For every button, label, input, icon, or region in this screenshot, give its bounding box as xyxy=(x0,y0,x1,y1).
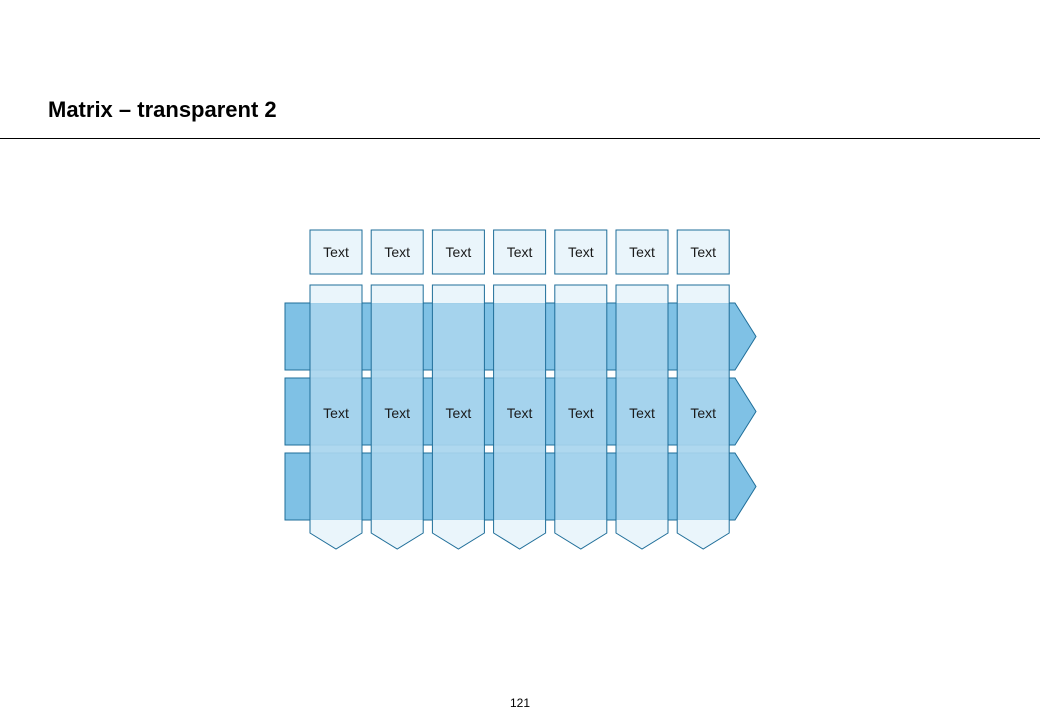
column-arrows xyxy=(309,284,730,550)
column-header-label: Text xyxy=(323,244,349,260)
column-arrow-cap xyxy=(554,285,607,303)
column-header-label: Text xyxy=(507,244,533,260)
column-arrow-cap xyxy=(616,285,668,303)
column-arrow-cap xyxy=(677,285,730,303)
column-arrow-cap xyxy=(493,285,546,303)
column-arrow-body xyxy=(310,303,362,520)
middle-row-label: Text xyxy=(446,405,472,421)
column-header-box xyxy=(309,229,363,275)
column-header-box xyxy=(676,229,730,275)
middle-row-labels: Text Text Text Text Text Text Text xyxy=(323,405,716,421)
middle-row-label: Text xyxy=(507,405,533,421)
column-arrow xyxy=(554,284,608,550)
page-number: 121 xyxy=(509,696,531,710)
column-header-label: Text xyxy=(384,244,410,260)
column-arrow xyxy=(615,284,669,550)
column-header-box xyxy=(370,229,424,275)
column-arrow-body xyxy=(371,303,424,520)
middle-row-label: Text xyxy=(568,405,594,421)
column-headers: Text Text Text Text Text Text Text xyxy=(309,229,730,275)
column-arrow-body xyxy=(554,303,607,520)
column-header-box xyxy=(493,229,547,275)
column-arrow xyxy=(676,284,730,550)
column-arrow-body xyxy=(616,303,668,520)
column-arrow-body xyxy=(677,303,730,520)
column-header-label: Text xyxy=(446,244,472,260)
column-header-label: Text xyxy=(629,244,655,260)
column-header-box xyxy=(431,229,485,275)
column-arrow-tip xyxy=(554,520,607,549)
column-arrow-tip xyxy=(371,520,424,549)
column-arrow xyxy=(309,284,363,550)
column-arrow-cap xyxy=(310,285,362,303)
column-arrow-tip xyxy=(616,520,668,549)
column-arrow-tip xyxy=(310,520,362,549)
middle-row-label: Text xyxy=(690,405,716,421)
column-arrow xyxy=(431,284,485,550)
column-header-box xyxy=(554,229,608,275)
title-divider xyxy=(0,138,1040,139)
column-arrow xyxy=(493,284,547,550)
column-arrow-body xyxy=(432,303,485,520)
middle-row-label: Text xyxy=(384,405,410,421)
slide-title: Matrix – transparent 2 xyxy=(48,97,277,122)
column-arrow xyxy=(370,284,424,550)
middle-row-label: Text xyxy=(323,405,349,421)
column-arrow-cap xyxy=(432,285,485,303)
column-arrow-cap xyxy=(371,285,424,303)
column-header-label: Text xyxy=(568,244,594,260)
column-arrow-body xyxy=(493,303,546,520)
column-arrow-tip xyxy=(493,520,546,549)
column-header-box xyxy=(615,229,669,275)
column-header-label: Text xyxy=(690,244,716,260)
column-arrow-tip xyxy=(677,520,730,549)
column-arrow-tip xyxy=(432,520,485,549)
middle-row-label: Text xyxy=(629,405,655,421)
